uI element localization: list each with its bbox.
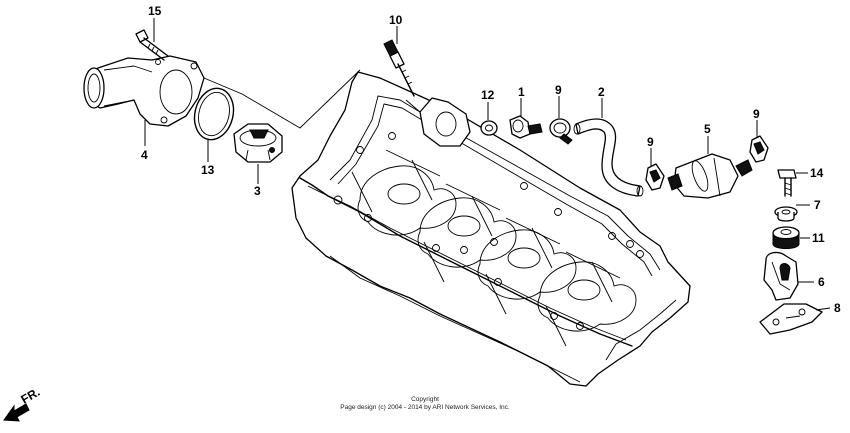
water-hose-part-2 (573, 118, 644, 197)
part-label-10: 10 (389, 13, 403, 27)
hose-clip-part-9c (749, 135, 769, 163)
hose-clip-part-9b (645, 163, 665, 191)
bracket-part-8 (759, 303, 823, 335)
part-label-7: 7 (814, 198, 821, 212)
cylinder-head-assembly (291, 71, 691, 387)
front-arrow-icon (3, 403, 30, 422)
valve-part-5 (667, 153, 753, 199)
camshaft-pocket-2 (417, 197, 517, 268)
thermostat-part-3 (233, 123, 283, 163)
part-label-12: 12 (481, 88, 495, 102)
flange-bolt-part-15 (135, 29, 169, 61)
part-label-9b: 9 (647, 135, 654, 149)
joint-part-1 (509, 115, 543, 139)
part-label-5: 5 (704, 122, 711, 136)
part-label-2: 2 (598, 85, 605, 99)
grommet-part-11 (772, 226, 800, 249)
camshaft-pocket-4 (537, 261, 637, 332)
part-label-13: 13 (201, 163, 215, 177)
temperature-sensor-part-10 (383, 39, 415, 97)
bolt-part-14 (777, 169, 797, 197)
coolant-outlet-mount (405, 97, 471, 147)
collar-part-7 (774, 206, 798, 222)
part-label-14: 14 (810, 166, 824, 180)
part-label-15: 15 (148, 4, 162, 18)
copyright-line-1: Copyright (411, 396, 439, 403)
callout-lines (144, 18, 831, 311)
camshaft-pocket-3 (477, 229, 577, 300)
camshaft-pocket-1 (357, 165, 457, 236)
holder-part-6 (763, 251, 799, 301)
part-label-8: 8 (834, 301, 841, 315)
copyright-line-2: Page design (c) 2004 - 2014 by ARI Netwo… (340, 404, 510, 411)
part-label-4: 4 (141, 148, 148, 162)
part-label-6: 6 (818, 275, 825, 289)
part-label-9a: 9 (555, 83, 562, 97)
part-label-1: 1 (518, 85, 525, 99)
assembly-leader (203, 69, 361, 129)
water-outlet-part-4 (83, 55, 205, 127)
part-label-11: 11 (812, 231, 825, 245)
part-number-labels: 15 10 12 1 9 2 4 13 3 9 5 9 14 7 11 6 8 (141, 4, 841, 315)
part-label-9c: 9 (753, 107, 760, 121)
part-label-3: 3 (254, 184, 261, 198)
hose-clip-part-9a (549, 118, 573, 145)
sealing-washer-part-12 (480, 120, 498, 136)
o-ring-part-13 (193, 87, 235, 141)
